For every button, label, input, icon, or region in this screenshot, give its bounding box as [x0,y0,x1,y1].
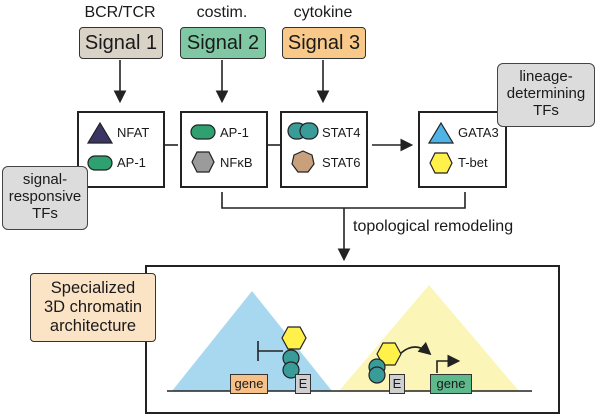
signal1-top-label: BCR/TCR [84,4,156,21]
dimer-icon [368,366,386,384]
dimer-icon [287,122,319,140]
triangle-icon [428,122,454,144]
note-line: TFs [533,102,559,119]
note-line: signal- [22,171,68,188]
hexagon-icon [429,152,453,174]
tf-label-nfkb: NFκB [220,155,253,170]
note-line: lineage- [519,68,573,85]
pill-icon [87,155,113,171]
signal-responsive-tfs-note: signal- responsive TFs [2,166,88,230]
hexagon-icon [191,151,215,173]
gene-right-box: gene [430,374,472,394]
specialized-chromatin-callout: Specialized 3D chromatin architecture [30,273,156,342]
signal3-top-label: cytokine [293,4,353,21]
note-line: TFs [32,205,58,222]
callout-line: 3D chromatin [43,298,143,316]
note-line: determining [506,85,586,102]
signal1-tf-panel: NFAT AP-1 [77,111,165,188]
chromatin-domains [167,285,532,392]
signal2-box: Signal 2 [180,27,266,59]
hexagon-icon [376,342,402,366]
activation-arrow [400,341,432,356]
lineage-determining-tfs-note: lineage- determining TFs [497,63,595,127]
tf-label-ap1: AP-1 [117,155,146,170]
callout-line: architecture [49,317,137,335]
gene-left-box: gene [230,374,268,394]
topological-remodeling-label: topological remodeling [353,218,514,235]
pill-icon [190,124,216,140]
signal1-box: Signal 1 [79,27,163,59]
remodeling-bracket [221,192,466,209]
signal2-top-label: costim. [196,4,248,21]
chromatin-architecture-panel: gene E E gene [145,265,560,414]
tss-arrow [436,354,461,373]
triangle-icon [87,122,113,144]
signal2-tf-panel: AP-1 NFκB [180,111,268,188]
callout-line: Specialized [50,279,136,297]
right-tad-domain [339,285,519,391]
note-line: responsive [8,188,82,205]
tf-label-stat4: STAT4 [322,125,361,140]
tf-label-tbet: T-bet [458,155,488,170]
signal3-box: Signal 3 [282,27,366,59]
signal3-tf-panel: STAT4 STAT6 [280,111,368,188]
tf-label-stat6: STAT6 [322,155,361,170]
hexagon-icon [281,326,307,350]
lineage-tf-panel: GATA3 T-bet [418,111,507,188]
enhancer-right-box: E [389,374,405,394]
heptagon-icon [291,150,315,173]
enhancer-left-box: E [295,374,311,394]
tf-label-nfat: NFAT [117,125,150,140]
tf-label-gata3: GATA3 [458,125,499,140]
tf-label-ap1: AP-1 [220,125,249,140]
